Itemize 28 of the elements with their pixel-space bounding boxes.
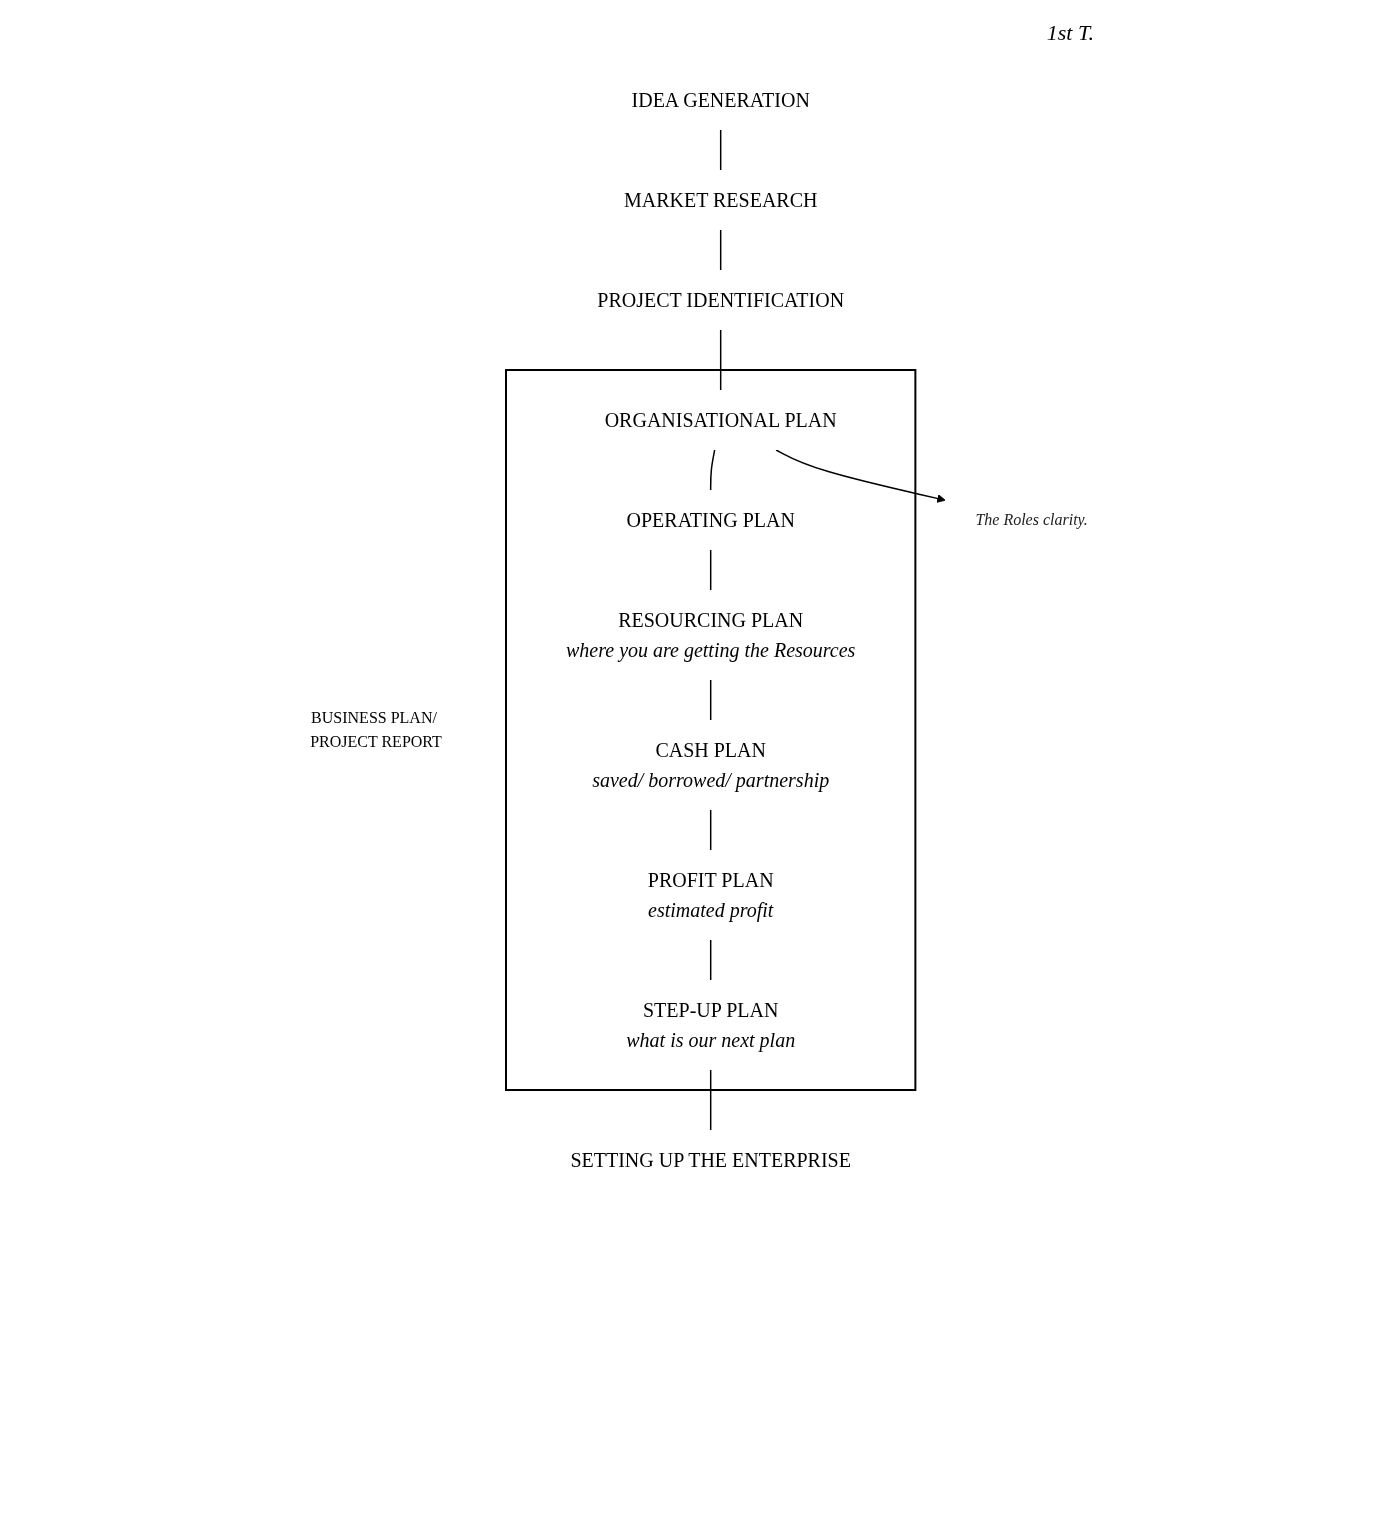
node-text: IDEA GENERATION: [631, 89, 810, 111]
connector: [720, 229, 722, 271]
node-label: what is our next plan: [626, 1029, 796, 1051]
node-text: PROFIT PLAN: [647, 869, 774, 891]
node-label: estimated profit: [648, 899, 774, 921]
node-label: saved/ borrowed/ partnership: [592, 769, 830, 791]
connector: [710, 549, 712, 591]
connector: [720, 129, 722, 171]
connector: [710, 1069, 712, 1131]
node-text: SETTING UP THE ENTERPRISE: [570, 1149, 852, 1171]
arrow: [775, 449, 946, 503]
connector: [720, 329, 722, 391]
node-text: STEP-UP PLAN: [643, 999, 779, 1021]
connector: [710, 939, 712, 981]
connector: [710, 809, 712, 851]
node-text: PROJECT IDENTIFICATION: [597, 289, 845, 311]
node-text: CASH PLAN: [655, 739, 767, 761]
node-text: MARKET RESEARCH: [624, 189, 818, 211]
connector: [710, 679, 712, 721]
handwritten-note: 1st T.: [1046, 20, 1094, 46]
node-label: where you are getting the Resources: [566, 639, 856, 661]
connector: [710, 449, 716, 491]
node-text: ORGANISATIONAL PLAN: [604, 409, 837, 431]
node-text: The Roles clarity.: [975, 511, 1088, 528]
node-text: OPERATING PLAN: [626, 509, 795, 531]
cluster: [505, 369, 917, 1091]
node-label: BUSINESS PLAN/ PROJECT REPORT: [310, 709, 442, 750]
node-text: RESOURCING PLAN: [618, 609, 804, 631]
